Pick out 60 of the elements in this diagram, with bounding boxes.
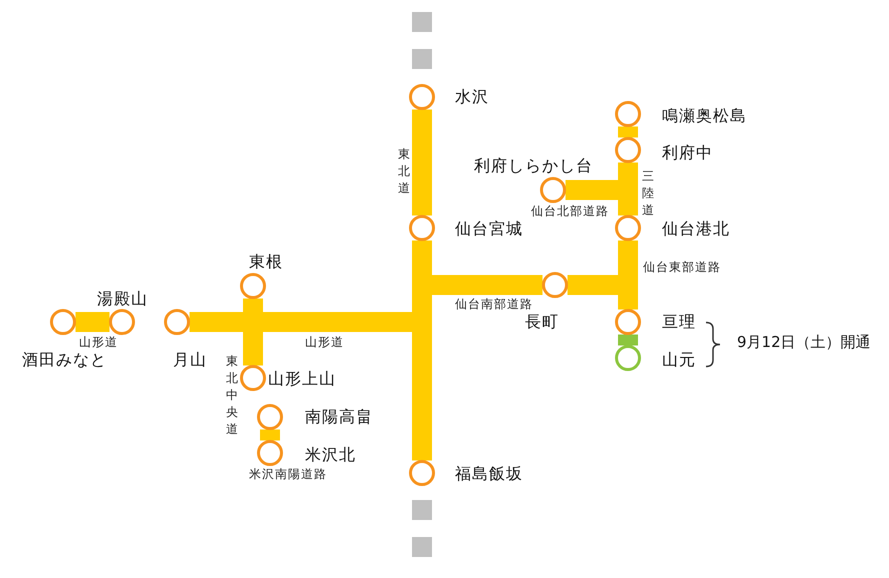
interchange-name: 山元 [662, 351, 696, 369]
interchange-name: 仙台宮城 [455, 220, 523, 238]
interchange-circle [542, 272, 568, 298]
road-line [618, 162, 638, 190]
interchange-name: 仙台港北 [662, 220, 730, 238]
road-name: 仙台北部道路 [531, 205, 609, 218]
interchange-circle [257, 404, 283, 430]
interchange-circle [240, 365, 266, 391]
interchange-name: 東根 [249, 253, 283, 271]
interchange-circle [615, 215, 641, 241]
road-line [566, 180, 618, 200]
interchange-name: 水沢 [455, 88, 489, 106]
road-name: 仙台南部道路 [455, 298, 533, 311]
road-line [76, 312, 110, 332]
road-line [432, 275, 542, 295]
interchange-name: 利府中 [662, 144, 713, 162]
road-line [190, 312, 243, 332]
interchange-name: 鳴瀬奥松島 [662, 107, 747, 125]
road-line [260, 430, 280, 440]
interchange-circle [615, 309, 641, 335]
road-line [243, 298, 263, 322]
interchange-name: 福島飯坂 [455, 465, 523, 483]
interchange-circle [615, 137, 641, 163]
road-line [243, 322, 263, 366]
road-line [412, 285, 432, 322]
interchange-name: 湯殿山 [97, 290, 148, 308]
interchange-name: 南陽高畠 [305, 408, 373, 426]
interchange-circle [540, 177, 566, 203]
road-line [263, 312, 412, 332]
road-name: 山形道 [305, 336, 344, 349]
interchange-circle [240, 273, 266, 299]
interchange-circle [109, 309, 135, 335]
road-line [618, 285, 638, 310]
road-line [412, 322, 432, 460]
interchange-circle [50, 309, 76, 335]
road-line [412, 240, 432, 285]
road-line [412, 110, 432, 216]
road-line [618, 334, 638, 346]
interchange-circle [409, 84, 435, 110]
interchange-circle [257, 440, 283, 466]
interchange-circle [615, 101, 641, 127]
road-line [618, 190, 638, 216]
road-line [618, 240, 638, 285]
interchange-name: 利府しらかし台 [474, 157, 593, 175]
road-name: 仙台東部道路 [643, 261, 721, 274]
interchange-circle [164, 309, 190, 335]
opening-date-note: 9月12日（土）開通 [737, 333, 871, 351]
interchange-name: 亘理 [662, 313, 696, 331]
interchange-circle [615, 345, 641, 371]
road-name: 山形道 [79, 336, 118, 349]
road-line [568, 275, 618, 295]
interchange-name: 長町 [525, 313, 559, 331]
road-name: 米沢南陽道路 [249, 468, 327, 481]
interchange-name: 米沢北 [305, 446, 356, 464]
interchange-name: 酒田みなと [22, 351, 107, 369]
interchange-circle [409, 215, 435, 241]
interchange-name: 月山 [173, 351, 207, 369]
interchange-circle [409, 460, 435, 486]
interchange-name: 山形上山 [268, 370, 336, 388]
road-line [618, 126, 638, 138]
